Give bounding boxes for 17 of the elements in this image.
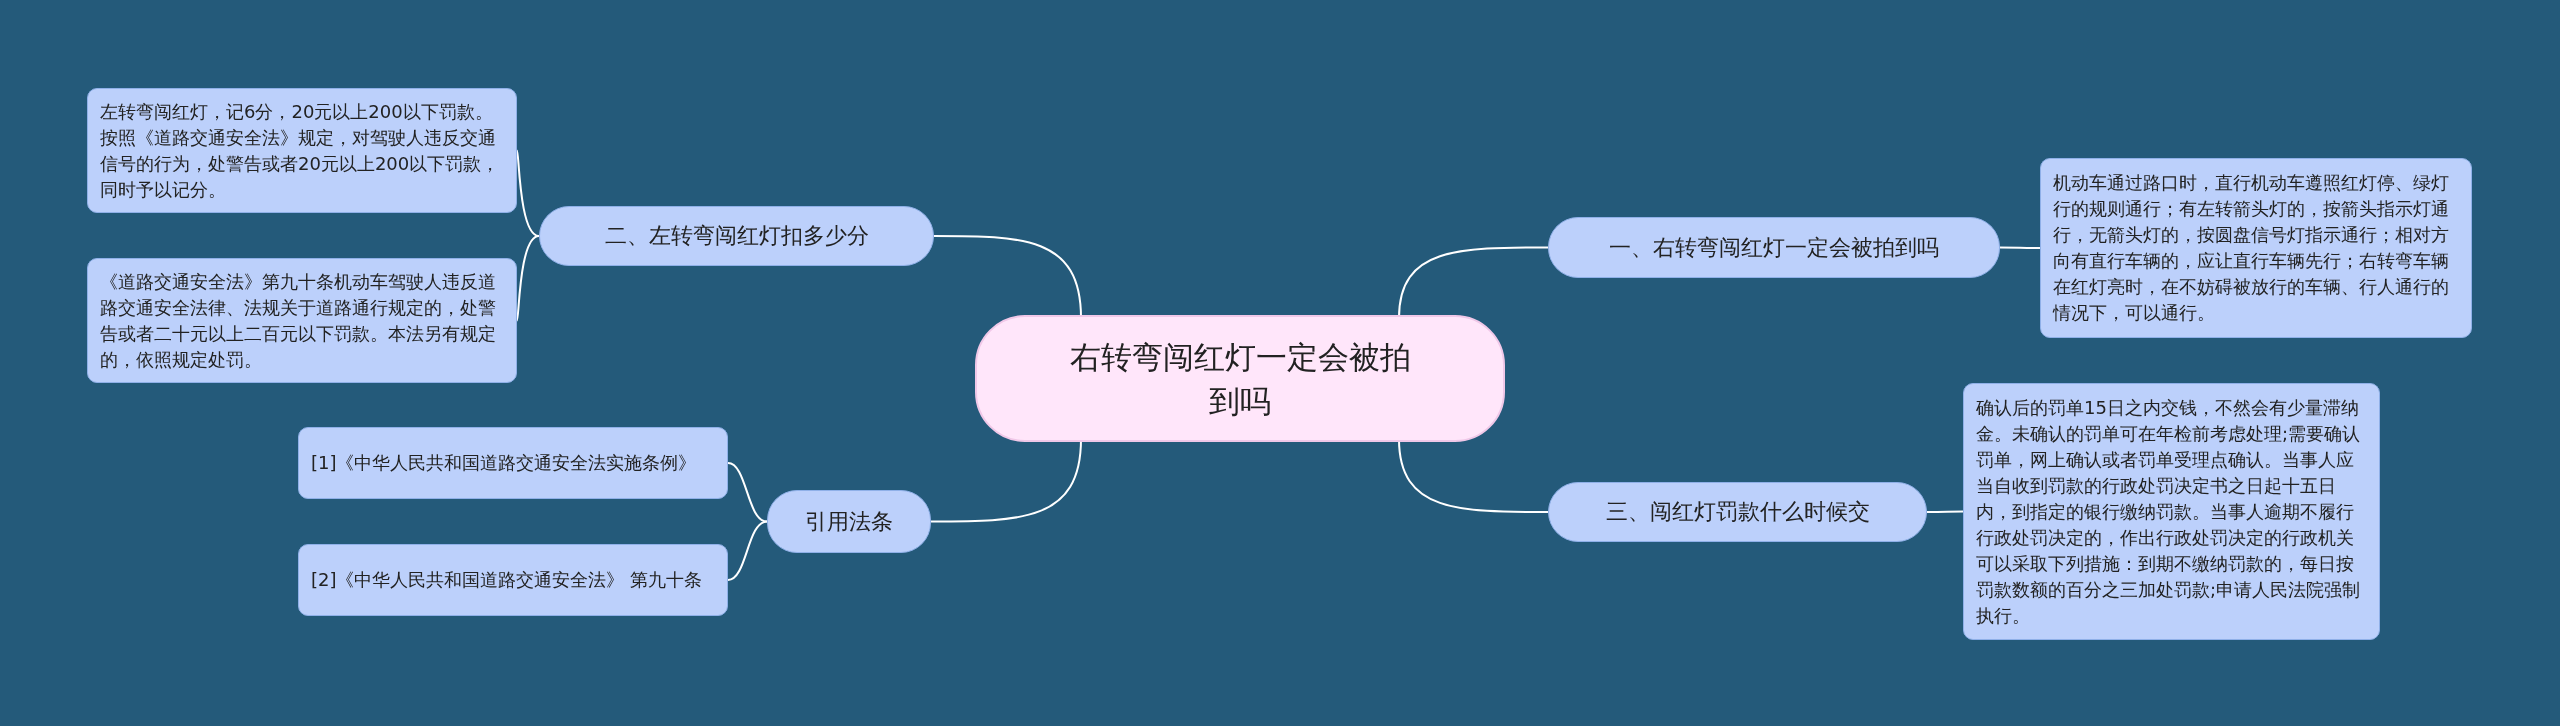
- topic-box: 引用法条: [767, 490, 931, 553]
- connector-line: [516, 149, 540, 237]
- note-box: [1]《中华人民共和国道路交通安全法实施条例》: [298, 427, 728, 499]
- note-box: 《道路交通安全法》第九十条机动车驾驶人违反道路交通安全法律、法规关于道路通行规定的，处警告或者二十元以上二百元以下罚款。本法另有规定的，依照规定处罚。: [87, 258, 517, 383]
- topic-box: 二、左转弯闯红灯扣多少分: [539, 206, 934, 266]
- connector-line: [1999, 246, 2041, 249]
- note-box: [2]《中华人民共和国道路交通安全法》 第九十条: [298, 544, 728, 616]
- connector-line: [1926, 510, 1964, 513]
- connector-line: [727, 462, 768, 523]
- connector-line: [516, 235, 540, 322]
- note-box: 左转弯闯红灯，记6分，20元以上200以下罚款。按照《道路交通安全法》规定，对驾驶人违反交通信号的行为，处警告或者20元以上200以下罚款，同时予以记分。: [87, 88, 517, 213]
- connector-line: [727, 520, 768, 581]
- topic-box: 三、闯红灯罚款什么时候交: [1548, 482, 1927, 542]
- topic-box: 一、右转弯闯红灯一定会被拍到吗: [1548, 217, 2000, 278]
- note-box: 确认后的罚单15日之内交钱，不然会有少量滞纳金。未确认的罚单可在年检前考虑处理;需要确认罚单，网上确认或者罚单受理点确认。当事人应当自收到罚款的行政处罚决定书之日起十五日内，到指定的银行缴纳罚款。当事人逾期不履行行政处罚决定的，作出行政处罚决定的行政机关可以采取下列措施：到期不缴纳罚款的，每日按罚款数额的百分之三加处罚款;申请人民法院强制执行。: [1963, 383, 2380, 640]
- note-box: 机动车通过路口时，直行机动车遵照红灯停、绿灯行的规则通行；有左转箭头灯的，按箭头指示灯通行，无箭头灯的，按圆盘信号灯指示通行；相对方向有直行车辆的，应让直行车辆先行；右转弯车辆在红灯亮时，在不妨碍被放行的车辆、行人通行的情况下，可以通行。: [2040, 158, 2472, 338]
- central-topic: 右转弯闯红灯一定会被拍到吗: [975, 315, 1505, 442]
